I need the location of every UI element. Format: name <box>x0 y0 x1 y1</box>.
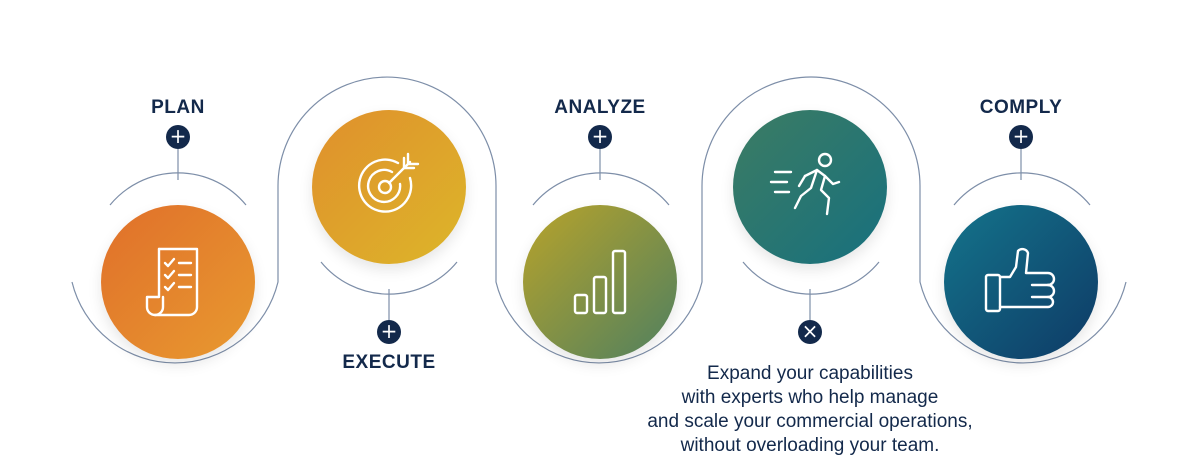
step-label-execute: EXECUTE <box>342 352 436 373</box>
bar-chart-icon <box>573 249 627 315</box>
thumbs-up-icon <box>984 247 1056 313</box>
step-disk-analyze[interactable] <box>523 205 677 359</box>
step-disk-step4[interactable] <box>733 110 887 264</box>
track-arc-comply-top <box>953 172 1091 206</box>
plus-icon: + <box>1012 124 1030 148</box>
expand-execute-button[interactable]: + <box>377 320 401 344</box>
plus-icon: + <box>169 124 187 148</box>
description-line: with experts who help manage <box>681 387 939 408</box>
close-icon: × <box>801 319 819 343</box>
description-line: and scale your commercial operations, <box>647 411 973 432</box>
track-line-main <box>71 76 1127 364</box>
track-arc-step4-bottom <box>742 261 880 295</box>
step-disk-comply[interactable] <box>944 205 1098 359</box>
description-line: Expand your capabilities <box>707 363 913 384</box>
step-disk-plan[interactable] <box>101 205 255 359</box>
expand-comply-button[interactable]: + <box>1009 125 1033 149</box>
expand-plan-button[interactable]: + <box>166 125 190 149</box>
step-label-comply: COMPLY <box>979 97 1063 118</box>
track-arc-analyze-top <box>532 172 670 206</box>
plus-icon: + <box>380 319 398 343</box>
checklist-icon <box>145 247 199 317</box>
running-person-icon <box>769 152 841 216</box>
plus-icon: + <box>591 124 609 148</box>
step-label-plan: PLAN <box>151 97 205 118</box>
step-disk-execute[interactable] <box>312 110 466 264</box>
step-label-analyze: ANALYZE <box>554 97 646 118</box>
collapse-step4-button[interactable]: × <box>798 320 822 344</box>
description-line: without overloading your team. <box>680 435 940 456</box>
step-description: Expand your capabilities with experts wh… <box>590 362 1030 458</box>
expand-analyze-button[interactable]: + <box>588 125 612 149</box>
target-icon <box>357 152 420 213</box>
